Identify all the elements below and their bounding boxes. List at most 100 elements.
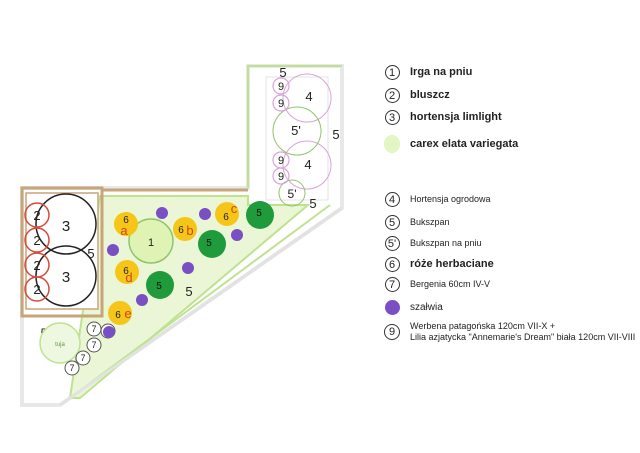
plant-sage-3 (107, 244, 119, 256)
plant-9d (272, 167, 290, 185)
plant-6c-label: 6 (223, 212, 229, 223)
legend: 1 Irga na pniu 2 bluszcz 3 hortensja lim… (384, 58, 635, 358)
plant-2b-label: 2 (33, 233, 40, 248)
plant-tuja-label: tuja (55, 342, 65, 348)
plant-9c-label: 9 (278, 155, 284, 167)
plant-9a (272, 77, 290, 95)
legend-label-sage: szałwia (410, 301, 443, 313)
right-bed-outline (247, 65, 342, 188)
boxwood-top-label: 5 (279, 65, 286, 80)
legend-item-3: 3 hortensja limlight (384, 109, 502, 125)
plant-5prime-b-ring (278, 179, 306, 207)
carex-swatch-icon (384, 135, 400, 153)
legend-item-1: 1 Irga na pniu (384, 64, 472, 80)
plant-3b-label: 3 (62, 269, 70, 286)
plant-2b (24, 227, 50, 253)
plant-5prime-a-ring (272, 106, 322, 156)
plant-9b (272, 94, 290, 112)
plant-2c-label: 2 (33, 258, 40, 273)
plant-7e-label: 7 (69, 363, 74, 373)
legend-item-9: 9 Werbena patagońska 120cm VII-X + Lilia… (384, 321, 635, 343)
right-bed (265, 76, 329, 201)
legend-label-2: bluszcz (410, 89, 450, 101)
plant-7e (64, 360, 80, 376)
plant-5a (246, 201, 274, 229)
plant-4a-label: 4 (305, 89, 312, 104)
legend-label-5: Bukszpan (410, 217, 450, 227)
plant-tuja (39, 322, 81, 364)
plant-4a (282, 73, 332, 123)
legend-label-4: Hortensja ogrodowa (410, 194, 491, 204)
boxwood-diag-label: 5 (309, 196, 316, 211)
plant-sage-1 (156, 207, 168, 219)
plant-sage-2 (199, 208, 211, 220)
boxwood-lawn-label: 5 (185, 284, 192, 299)
legend-item-carex: carex elata variegata (384, 135, 519, 153)
plant-6b (173, 217, 197, 241)
plant-6e (108, 301, 132, 325)
legend-symbol-2: 2 (384, 87, 400, 103)
plant-5prime-a-label: 5' (291, 123, 301, 138)
legend-symbol-7: 7 (384, 276, 400, 292)
plant-2a-label: 2 (33, 208, 40, 223)
plant-7d-label: 7 (80, 353, 85, 363)
plant-sage-5 (231, 229, 243, 241)
rose-e-letter: e (124, 306, 131, 321)
legend-item-5: 5 Bukszpan (384, 214, 450, 230)
garden-plan: 3 3 2 2 2 2 5 5 tuja 7 7 7 7 7 1 6 6 6 6… (20, 64, 344, 407)
plant-6e-label: 6 (115, 310, 121, 321)
plant-4b (282, 140, 332, 190)
legend-item-7: 7 Bergenia 60cm IV-V (384, 276, 490, 292)
legend-symbol-4: 4 (384, 191, 400, 207)
plant-5c-label: 5 (156, 281, 162, 292)
legend-symbol-6: 6 (384, 256, 400, 272)
legend-label-carex: carex elata variegata (410, 138, 519, 150)
legend-item-5prime: 5' Bukszpan na pniu (384, 235, 482, 251)
plant-6d (115, 260, 139, 284)
legend-label-6: róże herbaciane (410, 258, 494, 270)
plant-sage-4 (182, 262, 194, 274)
legend-symbol-1: 1 (384, 64, 400, 80)
rose-b-letter: b (186, 223, 193, 238)
sage-swatch-icon (384, 299, 400, 315)
plant-6d-label: 6 (123, 266, 129, 277)
legend-symbol-9: 9 (384, 324, 400, 340)
rose-a-letter: a (120, 223, 128, 238)
plant-6b-label: 6 (178, 225, 184, 236)
legend-label-9: Werbena patagońska 120cm VII-X + (410, 321, 556, 331)
legend-symbol-5prime: 5' (384, 235, 400, 251)
legend-label-1: Irga na pniu (410, 66, 473, 78)
plant-5b-label: 5 (206, 238, 212, 249)
plant-5a-label: 5 (256, 208, 262, 219)
plant-9a-label: 9 (278, 81, 284, 93)
plant-5c (146, 271, 174, 299)
legend-item-4: 4 Hortensja ogrodowa (384, 191, 491, 207)
diagonal-border-outer (59, 206, 343, 407)
plant-3b (35, 245, 97, 307)
legend-symbol-5: 5 (384, 214, 400, 230)
plant-7a-label: 7 (91, 324, 96, 334)
boxwood-right-label: 5 (332, 127, 339, 142)
plant-7c (86, 337, 102, 353)
diagonal-border-inner (69, 204, 331, 399)
legend-item-sage: szałwia (384, 299, 443, 315)
legend-label-5prime: Bukszpan na pniu (410, 238, 482, 248)
plant-sage-6 (136, 294, 148, 306)
legend-label-9-line2: Lilia azjatycka "Annemarie's Dream" biał… (410, 332, 636, 342)
boxwood-left-label: 5 (87, 246, 94, 261)
plant-1 (128, 218, 174, 264)
plant-9b-label: 9 (278, 98, 284, 110)
legend-item-6: 6 róże herbaciane (384, 256, 494, 272)
plant-6a-label: 6 (123, 215, 129, 226)
left-bed-border (20, 186, 104, 318)
plant-2d-label: 2 (33, 282, 40, 297)
plant-1-label: 1 (148, 237, 154, 249)
plant-2a (24, 202, 50, 228)
plant-sage-7 (103, 326, 115, 338)
plant-6c (215, 202, 239, 226)
rose-c-letter: c (231, 201, 238, 216)
plant-9d-label: 9 (278, 171, 284, 183)
legend-label-3: hortensja limlight (410, 111, 502, 123)
plant-5prime-b-label: 5' (288, 187, 297, 201)
plant-3a (35, 193, 97, 255)
